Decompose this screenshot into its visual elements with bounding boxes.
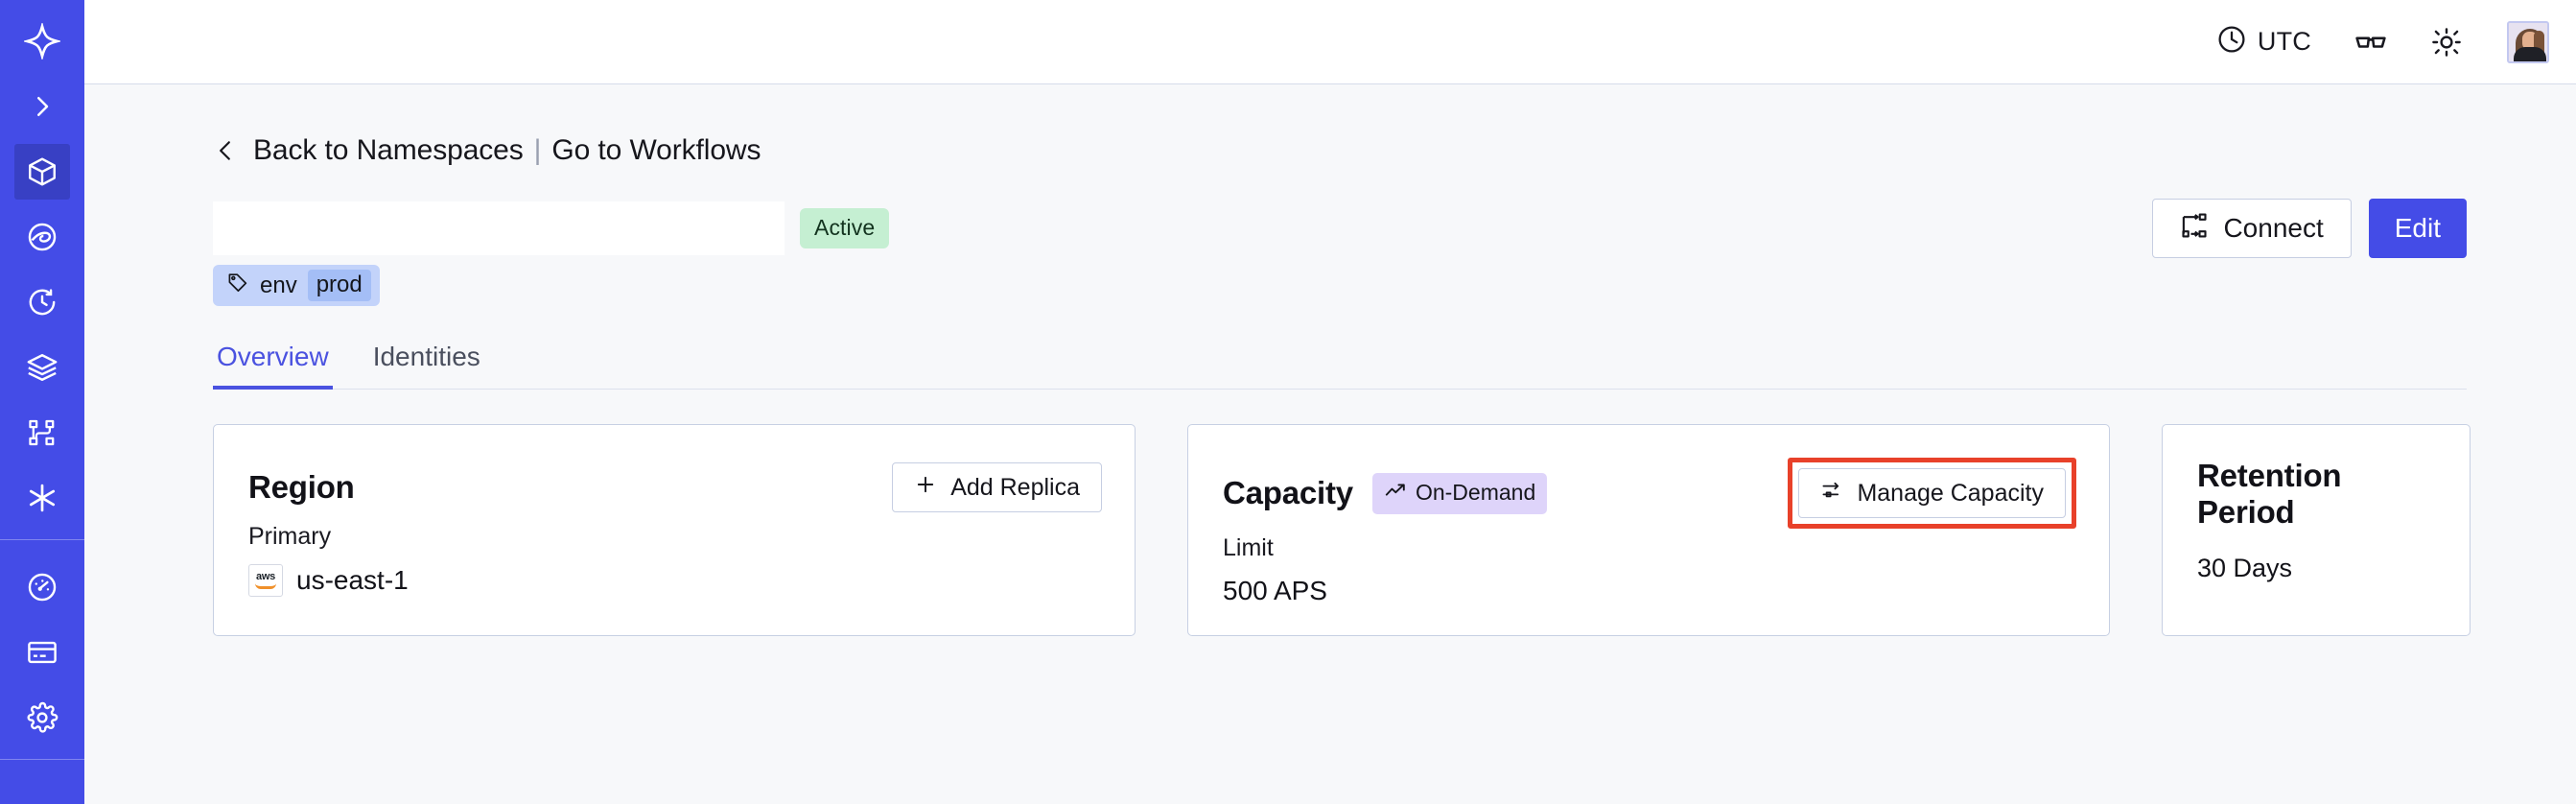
breadcrumb-workflows-link[interactable]: Go to Workflows: [551, 134, 761, 166]
tag-icon: [226, 271, 249, 300]
namespace-title-row: Active: [213, 199, 2467, 258]
region-card: Region Add Replica: [213, 424, 1136, 636]
capacity-card-action: Manage Capacity: [1788, 458, 2076, 529]
add-replica-label: Add Replica: [950, 473, 1080, 501]
aws-logo-text: aws: [256, 571, 275, 582]
capacity-limit-label: Limit: [1223, 534, 1274, 561]
sidebar-item-workflows[interactable]: [14, 340, 70, 395]
manage-capacity-label: Manage Capacity: [1857, 479, 2044, 507]
plus-icon: [914, 473, 937, 503]
breadcrumb: Back to Namespaces | Go to Workflows: [213, 84, 2467, 167]
sun-icon[interactable]: [2430, 26, 2463, 59]
chevron-right-icon[interactable]: [14, 79, 70, 134]
capacity-card: Capacity On-Demand: [1187, 424, 2110, 636]
retention-card-header: Retention Period: [2197, 458, 2437, 531]
timezone-selector[interactable]: UTC: [2216, 24, 2311, 59]
region-card-header: Region Add Replica: [248, 458, 1102, 517]
sidebar-divider-1: [0, 539, 84, 540]
sidebar-divider-2: [0, 759, 84, 760]
manage-capacity-highlight: Manage Capacity: [1788, 458, 2076, 529]
page-content: Back to Namespaces | Go to Workflows Act…: [84, 84, 2576, 804]
region-primary-value: us-east-1: [296, 565, 409, 595]
tag-key: env: [260, 272, 297, 298]
namespace-tags: env prod: [213, 265, 2467, 306]
tag-value: prod: [307, 270, 371, 301]
tab-overview[interactable]: Overview: [213, 342, 333, 390]
region-card-action: Add Replica: [892, 462, 1102, 512]
tab-bar: Overview Identities: [213, 341, 2467, 390]
user-avatar[interactable]: [2507, 20, 2549, 63]
add-replica-button[interactable]: Add Replica: [892, 462, 1102, 512]
capacity-mode-label: On-Demand: [1415, 480, 1536, 505]
top-bar: UTC: [84, 0, 2576, 84]
capacity-mode-badge: On-Demand: [1371, 472, 1548, 514]
breadcrumb-separator: |: [533, 134, 542, 166]
sidebar-item-observability[interactable]: [14, 209, 70, 265]
sidebar-item-namespaces[interactable]: [14, 144, 70, 200]
status-badge: Active: [800, 208, 890, 248]
tag-chip-env[interactable]: env prod: [213, 265, 380, 306]
sliders-icon: [1820, 479, 1843, 508]
namespace-name-redacted: [213, 201, 785, 255]
manage-capacity-button[interactable]: Manage Capacity: [1798, 468, 2066, 518]
connect-flow-icon: [2180, 211, 2209, 247]
sidebar-item-settings[interactable]: [14, 690, 70, 745]
glasses-icon[interactable]: [2354, 25, 2388, 59]
edit-button-label: Edit: [2394, 213, 2441, 243]
tab-identities[interactable]: Identities: [372, 342, 480, 371]
temporal-logo-icon[interactable]: [14, 13, 70, 69]
timezone-label: UTC: [2257, 27, 2311, 56]
retention-card-title: Retention Period: [2197, 458, 2342, 530]
connect-button[interactable]: Connect: [2152, 199, 2352, 258]
trending-up-icon: [1384, 479, 1407, 508]
sidebar-item-nexus[interactable]: [14, 470, 70, 526]
aws-logo-icon: aws: [248, 564, 283, 597]
edit-button[interactable]: Edit: [2368, 199, 2467, 258]
capacity-card-title: Capacity: [1223, 475, 1353, 510]
retention-value: 30 Days: [2197, 554, 2293, 582]
main-column: UTC: [84, 0, 2576, 804]
capacity-card-header: Capacity On-Demand: [1223, 458, 2076, 529]
clock-icon: [2216, 24, 2247, 59]
region-primary-value-row: aws us-east-1: [248, 564, 1102, 597]
left-sidebar: [0, 0, 84, 804]
chevron-left-icon[interactable]: [213, 136, 238, 165]
retention-card: Retention Period 30 Days: [2162, 424, 2471, 636]
namespace-actions: Connect Edit: [2152, 199, 2467, 258]
region-primary-label: Primary: [248, 523, 332, 550]
connect-button-label: Connect: [2223, 213, 2324, 243]
overview-cards: Region Add Replica: [213, 424, 2471, 636]
region-card-title: Region: [248, 469, 355, 505]
capacity-limit-value: 500 APS: [1223, 576, 1327, 605]
sidebar-item-services[interactable]: [14, 405, 70, 461]
sidebar-item-schedules[interactable]: [14, 274, 70, 330]
breadcrumb-back-link[interactable]: Back to Namespaces: [253, 134, 524, 166]
sidebar-item-billing[interactable]: [14, 625, 70, 680]
sidebar-item-usage[interactable]: [14, 559, 70, 615]
